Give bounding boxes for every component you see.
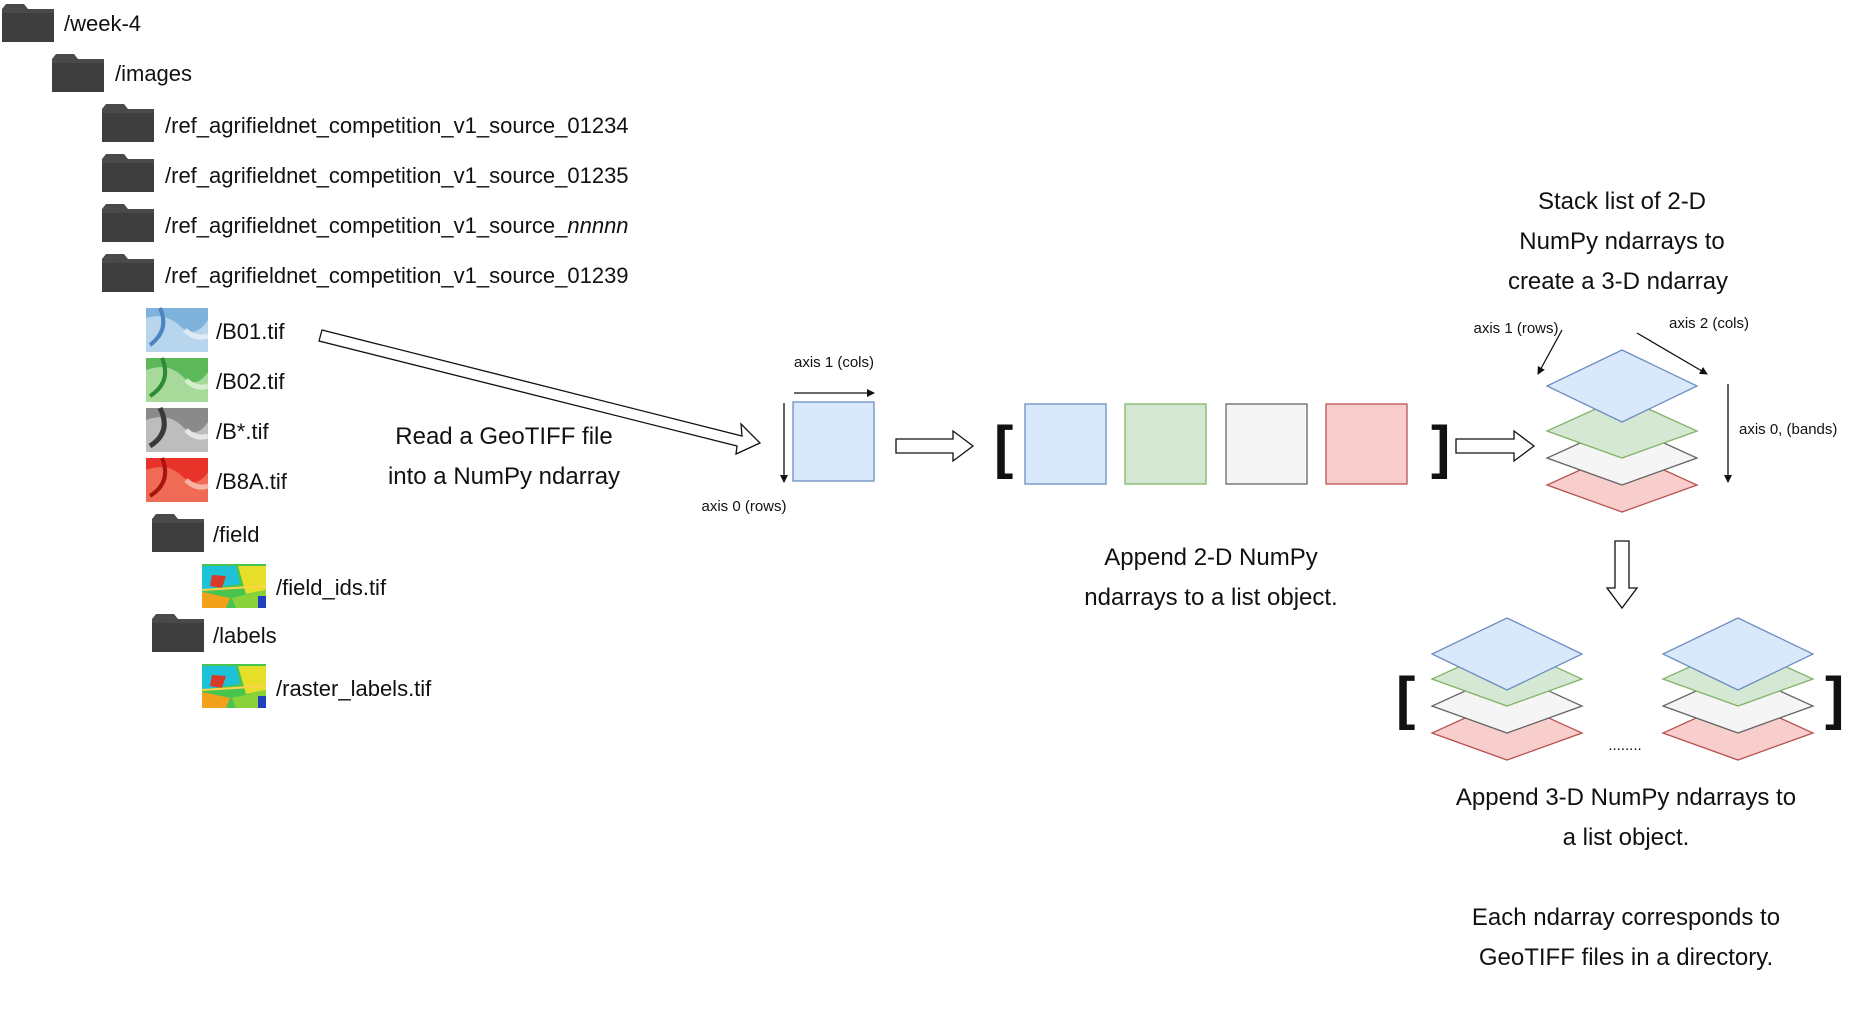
file-raster-labels[interactable]: /raster_labels.tif — [201, 664, 432, 708]
hollow-arrow-to-list — [895, 429, 975, 463]
file-b8a[interactable]: /B8A.tif — [146, 457, 288, 502]
tree-source-4[interactable]: /ref_agrifieldnet_competition_v1_source_… — [102, 254, 629, 292]
file-b02[interactable]: /B02.tif — [146, 357, 285, 402]
field-ids-thumbnail-icon — [201, 564, 267, 608]
file-label: /field_ids.tif — [276, 575, 387, 600]
folder-icon — [102, 154, 154, 192]
folder-icon — [2, 4, 54, 42]
stack-caption-line3: create a 3-D ndarray — [1508, 268, 1728, 295]
tree-images[interactable]: /images — [52, 54, 192, 92]
hollow-arrow-to-stack — [1455, 429, 1536, 463]
source-label: /ref_agrifieldnet_competition_v1_source_… — [165, 113, 629, 138]
stack-caption-line2: NumPy ndarrays to — [1519, 228, 1724, 255]
tree-source-2[interactable]: /ref_agrifieldnet_competition_v1_source_… — [102, 154, 629, 192]
tree-root-label: /week-4 — [64, 11, 141, 36]
stack-axis-rows-label: axis 1 (rows) — [1473, 320, 1558, 337]
list-item-gray — [1225, 403, 1308, 485]
folder-icon — [152, 614, 204, 652]
b02-thumbnail-icon — [146, 357, 209, 402]
list-item-red — [1325, 403, 1408, 485]
list3d-item-first — [1430, 617, 1584, 761]
b01-thumbnail-icon — [146, 307, 209, 352]
append-2d-caption-line2: ndarrays to a list object. — [1084, 584, 1337, 611]
list-open-bracket: [ — [994, 415, 1013, 480]
list3d-close-bracket: ] — [1825, 666, 1844, 731]
note-line2: GeoTIFF files in a directory. — [1479, 944, 1773, 971]
tree-labels[interactable]: /labels — [152, 614, 277, 652]
read-caption-line2: into a NumPy ndarray — [388, 463, 620, 490]
source-label: /ref_agrifieldnet_competition_v1_source_… — [165, 163, 629, 188]
raster-labels-thumbnail-icon — [201, 664, 267, 708]
append-3d-caption-line1: Append 3-D NumPy ndarrays to — [1456, 784, 1796, 811]
tree-field-label: /field — [213, 522, 259, 547]
axis-rows-label: axis 0 (rows) — [701, 498, 786, 515]
folder-icon — [102, 204, 154, 242]
folder-icon — [52, 54, 104, 92]
bstar-thumbnail-icon — [146, 406, 209, 452]
list-item-green — [1124, 403, 1207, 485]
file-field-ids[interactable]: /field_ids.tif — [201, 564, 387, 608]
stack-layer-blue — [1545, 349, 1699, 423]
tree-images-label: /images — [115, 61, 192, 86]
stack-axis-rows-arrow — [1537, 329, 1563, 375]
stack-axis-cols-label: axis 2 (cols) — [1669, 315, 1749, 332]
ndarray-2d-single — [792, 401, 875, 482]
folder-icon — [102, 104, 154, 142]
file-label: /B*.tif — [216, 419, 269, 444]
tree-field[interactable]: /field — [152, 514, 259, 552]
stack-layer-blue — [1430, 617, 1584, 691]
append-3d-caption-line2: a list object. — [1563, 824, 1690, 851]
step-list-3d: [ ........ ] Append 3-D NumPy ndarrays t… — [1396, 617, 1844, 851]
list3d-item-last — [1661, 617, 1815, 761]
b8a-thumbnail-icon — [146, 457, 209, 502]
step-list-2d: [ ] Append 2-D NumPy ndarrays to a list … — [994, 403, 1450, 611]
file-tree: /week-4 /images /ref_agrifieldnet_compet… — [2, 4, 629, 708]
append-2d-caption-line1: Append 2-D NumPy — [1104, 544, 1317, 571]
read-arrow — [318, 329, 762, 456]
file-label: /B01.tif — [216, 319, 285, 344]
hollow-arrow-down — [1605, 540, 1639, 610]
folder-icon — [102, 254, 154, 292]
file-label: /B02.tif — [216, 369, 285, 394]
list-item-blue — [1024, 403, 1107, 485]
stack-layer-green — [1545, 396, 1699, 459]
step-stack-3d: Stack list of 2-D NumPy ndarrays to crea… — [1473, 188, 1837, 513]
stack-axis-bands-label: axis 0, (bands) — [1739, 421, 1837, 438]
tree-source-3[interactable]: /ref_agrifieldnet_competition_v1_source_… — [102, 204, 629, 242]
axis-cols-label: axis 1 (cols) — [794, 354, 874, 371]
file-label: /B8A.tif — [216, 469, 288, 494]
stack-layer-blue — [1661, 617, 1815, 691]
file-bstar[interactable]: /B*.tif — [146, 406, 269, 452]
stack-axis-cols-arrow — [1636, 332, 1708, 375]
step-read-geotiff: Read a GeoTIFF file into a NumPy ndarray… — [318, 329, 875, 515]
tree-labels-label: /labels — [213, 623, 277, 648]
tree-root[interactable]: /week-4 — [2, 4, 141, 42]
tree-source-1[interactable]: /ref_agrifieldnet_competition_v1_source_… — [102, 104, 629, 142]
list-close-bracket: ] — [1431, 415, 1450, 480]
read-caption-line1: Read a GeoTIFF file — [395, 423, 612, 450]
folder-icon — [152, 514, 204, 552]
stack-caption-line1: Stack list of 2-D — [1538, 188, 1706, 215]
note-line1: Each ndarray corresponds to — [1472, 904, 1780, 931]
list3d-ellipsis: ........ — [1608, 737, 1641, 754]
source-label: /ref_agrifieldnet_competition_v1_source_… — [165, 213, 629, 238]
file-b01[interactable]: /B01.tif — [146, 307, 285, 352]
source-label: /ref_agrifieldnet_competition_v1_source_… — [165, 263, 629, 288]
file-label: /raster_labels.tif — [276, 676, 432, 701]
list3d-open-bracket: [ — [1396, 666, 1415, 731]
